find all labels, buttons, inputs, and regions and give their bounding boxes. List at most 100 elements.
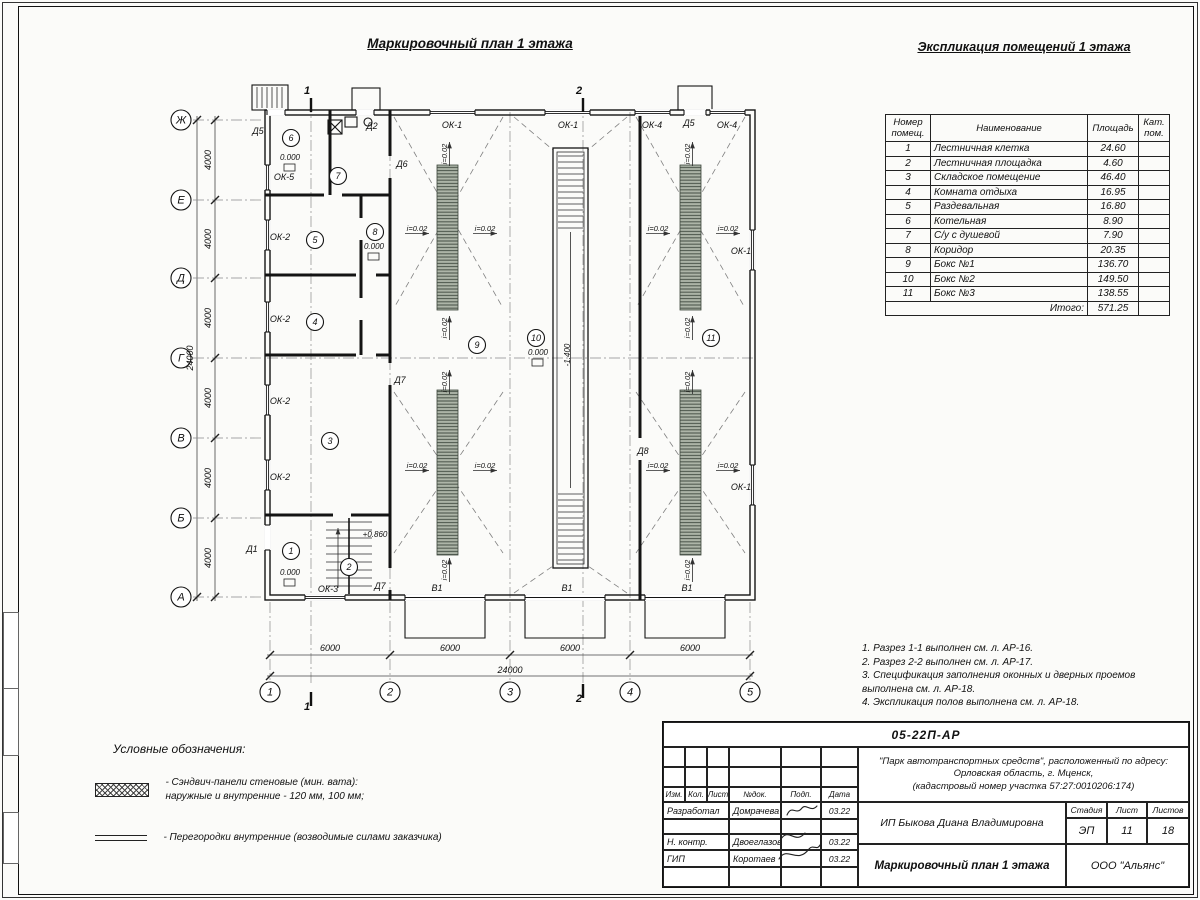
room-number-circle bbox=[365, 222, 385, 242]
plan-label: ОК-1 bbox=[442, 120, 462, 130]
dimension-label: 4000 bbox=[203, 548, 213, 568]
dimension-label: 6000 bbox=[560, 643, 580, 653]
titleblock-cell: 03.22 bbox=[821, 802, 858, 819]
axis-label: В bbox=[177, 433, 184, 445]
plan-label: i=0.02 bbox=[683, 371, 692, 392]
sheet-number: 11 bbox=[1107, 818, 1147, 844]
room-number-circle bbox=[328, 166, 348, 186]
axis-circle bbox=[170, 267, 192, 289]
plan-label: ОК-1 bbox=[558, 120, 578, 130]
room-number: 7 bbox=[335, 171, 341, 181]
plan-label: Д7 bbox=[393, 375, 406, 385]
titleblock-empty-cell bbox=[663, 747, 685, 767]
plan-label: i=0.02 bbox=[440, 143, 449, 164]
slope-label: i=0.02 bbox=[646, 461, 670, 473]
titleblock-cell: Коротаев bbox=[729, 850, 781, 867]
titleblock-empty-cell bbox=[781, 850, 821, 867]
sheets-header: Листов bbox=[1147, 802, 1189, 818]
slope-label: i=0.02 bbox=[683, 316, 695, 340]
door-opening bbox=[684, 109, 706, 116]
doc-number: 05-22П-АР bbox=[663, 722, 1189, 747]
section-mark: 1 bbox=[304, 701, 310, 713]
note-item: 3. Спецификация заполнения оконных и две… bbox=[862, 670, 1136, 695]
axis-circle bbox=[259, 681, 281, 703]
entrance-porches bbox=[251, 84, 726, 639]
room-number-circle bbox=[339, 557, 359, 577]
titleblock-cell: ГИП bbox=[663, 850, 729, 867]
axis-circle bbox=[170, 507, 192, 529]
dimension-label: 4000 bbox=[203, 468, 213, 488]
room-number: 9 bbox=[474, 340, 479, 350]
titleblock-empty-cell bbox=[663, 767, 685, 787]
titleblock-empty-cell bbox=[685, 767, 707, 787]
dimension-label: 4000 bbox=[203, 308, 213, 328]
title-block: 05-22П-АР "Парк автотранспортных средств… bbox=[662, 721, 1190, 888]
titleblock-empty-cell bbox=[729, 747, 781, 767]
room-number-circle bbox=[305, 230, 325, 250]
project-description: "Парк автотранспортных средств", располо… bbox=[858, 747, 1189, 802]
col-header-category: Кат. пом. bbox=[1138, 114, 1170, 142]
stage-value: ЭП bbox=[1066, 818, 1107, 844]
titleblock-empty-cell bbox=[663, 819, 729, 834]
titleblock-empty-cell bbox=[781, 767, 821, 787]
window-symbol bbox=[430, 109, 475, 116]
col-header-area: Площадь bbox=[1087, 114, 1139, 142]
axis-label: 2 bbox=[386, 687, 393, 699]
plan-label: В1 bbox=[561, 583, 572, 593]
plan-label: В1 bbox=[431, 583, 442, 593]
total-label: Итого: bbox=[885, 300, 1088, 316]
window-symbol bbox=[264, 385, 271, 415]
titleblock-empty-cell bbox=[781, 867, 821, 887]
partition-swatch bbox=[95, 834, 147, 841]
titleblock-cell: Кол. bbox=[685, 787, 707, 802]
sheet-header: Лист bbox=[1107, 802, 1147, 818]
plan-label: ОК-2 bbox=[270, 396, 290, 406]
sheets-total: 18 bbox=[1147, 818, 1189, 844]
col-header-number: Номер помещ. bbox=[885, 114, 931, 142]
titleblock-empty-cell bbox=[729, 819, 781, 834]
slope-label: i=0.02 bbox=[440, 142, 452, 166]
door-opening bbox=[264, 525, 271, 550]
plan-title: Маркировочный план 1 этажа bbox=[367, 36, 573, 51]
plan-label: ОК-5 bbox=[274, 172, 295, 182]
vent-shaft bbox=[327, 119, 343, 135]
plan-label: i=0.02 bbox=[475, 224, 496, 233]
window-symbol bbox=[264, 460, 271, 490]
titleblock-empty-cell bbox=[707, 747, 729, 767]
plan-label: i=0.02 bbox=[683, 317, 692, 338]
titleblock-cell: №док. bbox=[729, 787, 781, 802]
titleblock-empty-cell bbox=[821, 747, 858, 767]
room-number-circle bbox=[320, 431, 340, 451]
titleblock-empty-cell bbox=[781, 747, 821, 767]
axis-circle bbox=[170, 586, 192, 608]
slope-label: i=0.02 bbox=[683, 142, 695, 166]
slope-label: i=0.02 bbox=[440, 370, 452, 394]
titleblock-cell: Лист bbox=[707, 787, 729, 802]
section-mark: 1 bbox=[304, 85, 310, 97]
legend-item-label: - Перегородки внутренние (возводимые сил… bbox=[163, 832, 442, 844]
legend-item: - Перегородки внутренние (возводимые сил… bbox=[95, 829, 575, 847]
axis-circle bbox=[739, 681, 761, 703]
left-margin-stamp bbox=[3, 812, 19, 864]
slope-label: i=0.02 bbox=[440, 316, 452, 340]
window-symbol bbox=[635, 109, 670, 116]
plan-label: i=0.02 bbox=[683, 143, 692, 164]
slope-label: i=0.02 bbox=[405, 224, 429, 236]
plan-label: ОК-2 bbox=[270, 232, 290, 242]
plan-label: i=0.02 bbox=[407, 461, 428, 470]
plan-label: i=0.02 bbox=[440, 559, 449, 580]
titleblock-empty-cell bbox=[781, 802, 821, 819]
notes: 1. Разрез 1-1 выполнен см. л. АР-16.2. Р… bbox=[862, 642, 1164, 710]
titleblock-empty-cell bbox=[821, 767, 858, 787]
plan-label: 0.000 bbox=[364, 242, 385, 251]
axis-label: Д bbox=[175, 273, 185, 285]
sandwich-panel-swatch bbox=[95, 782, 149, 797]
